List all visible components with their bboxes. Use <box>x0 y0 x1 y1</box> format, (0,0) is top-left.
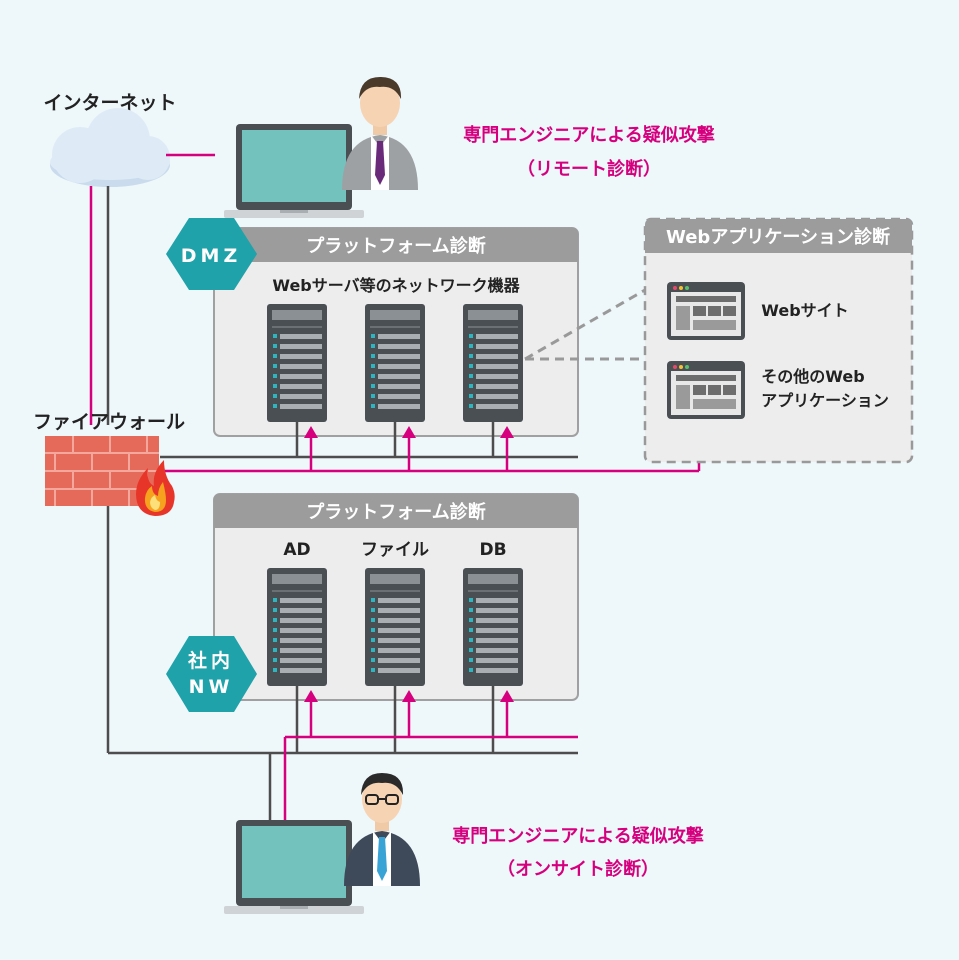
dmz-server-2 <box>365 304 425 422</box>
onsite-subtitle: （オンサイト診断） <box>497 858 659 880</box>
onsite-engineer-icon <box>344 773 420 886</box>
website-browser-icon <box>667 282 745 340</box>
internal-server-drops <box>295 686 495 753</box>
other-app-browser-icon <box>667 361 745 419</box>
internet-label: インターネット <box>43 92 176 114</box>
webapp-panel <box>643 217 914 464</box>
internal-panel-title: プラットフォーム診断 <box>306 501 485 523</box>
dmz-server-drops <box>295 422 495 457</box>
internal-server-file <box>365 568 425 686</box>
remote-subtitle: （リモート診断） <box>517 158 661 180</box>
glasses-icon <box>365 794 399 805</box>
server-label-file: ファイル <box>361 540 429 560</box>
fire-icon <box>136 460 175 516</box>
website-label: Webサイト <box>761 301 848 320</box>
dmz-server-1 <box>267 304 327 422</box>
other-app-label-2: アプリケーション <box>761 391 889 410</box>
firewall-label: ファイアウォール <box>33 411 185 433</box>
dmz-caption: Webサーバ等のネットワーク機器 <box>272 276 520 295</box>
dmz-server-3 <box>463 304 523 422</box>
webapp-connector <box>524 288 646 361</box>
internal-attack-arrows <box>283 690 578 820</box>
internal-server-ad <box>267 568 327 686</box>
onsite-laptop-icon <box>224 820 364 914</box>
remote-engineer-icon <box>342 77 418 190</box>
dmz-badge <box>166 218 257 290</box>
internal-server-db <box>463 568 523 686</box>
remote-laptop-icon <box>224 124 364 218</box>
remote-title: 専門エンジニアによる疑似攻撃 <box>463 124 714 146</box>
cloud-icon <box>50 108 170 187</box>
other-app-label-1: その他のWeb <box>761 367 864 386</box>
server-label-db: DB <box>479 540 506 560</box>
server-label-ad: AD <box>283 540 310 560</box>
internal-badge-line1: 社内 <box>187 649 234 672</box>
webapp-panel-title: Webアプリケーション診断 <box>666 226 890 248</box>
dmz-panel-title: プラットフォーム診断 <box>306 235 485 257</box>
dmz-badge-label: DMZ <box>181 245 241 267</box>
onsite-title: 専門エンジニアによる疑似攻撃 <box>452 825 703 847</box>
internal-badge-line2: NW <box>189 676 234 698</box>
internal-badge <box>166 636 257 712</box>
